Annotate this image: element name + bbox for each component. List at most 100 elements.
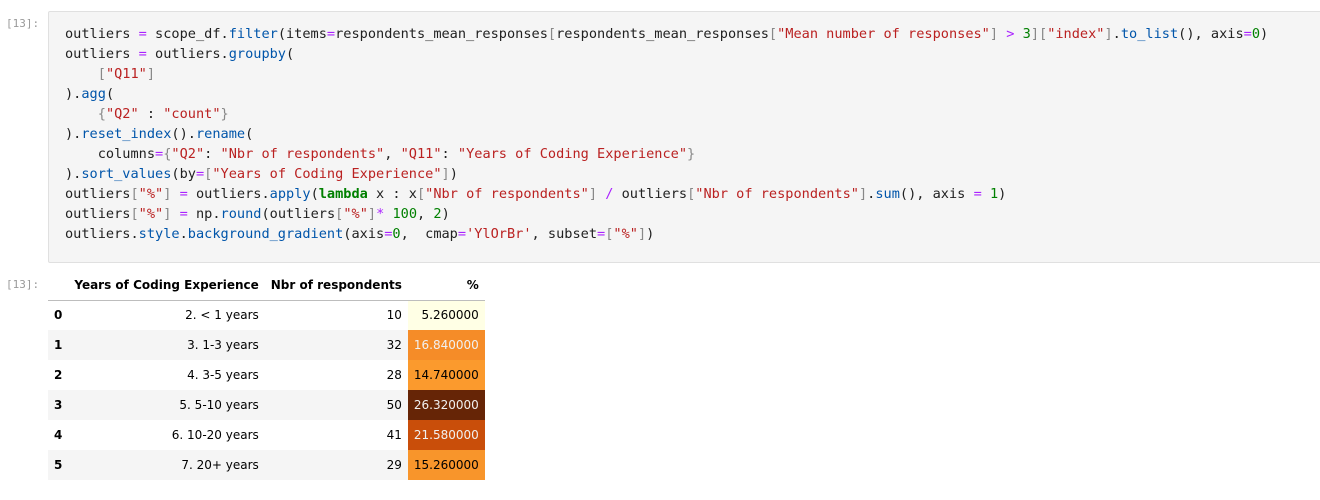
code-token: (by bbox=[171, 166, 196, 182]
code-token: 100 bbox=[392, 206, 418, 222]
code-token: (), axis bbox=[899, 186, 974, 202]
dataframe-table: Years of Coding Experience Nbr of respon… bbox=[48, 270, 485, 480]
code-token: style bbox=[138, 226, 180, 242]
code-line: ).reset_index().rename( bbox=[65, 124, 1268, 144]
code-token: 2 bbox=[433, 206, 442, 222]
code-token: "Nbr of respondents" bbox=[220, 146, 385, 162]
code-token: sort_values bbox=[81, 166, 172, 182]
cell-years-of-coding-experience: 3. 1-3 years bbox=[187, 338, 259, 352]
code-token: columns bbox=[65, 146, 156, 162]
code-token: [ bbox=[768, 26, 778, 42]
code-token: outliers. bbox=[65, 226, 139, 242]
cell-nbr-of-respondents: 41 bbox=[386, 428, 402, 442]
code-line: ).agg( bbox=[65, 84, 1268, 104]
code-token: sum bbox=[875, 186, 900, 202]
code-token: "Nbr of respondents" bbox=[425, 186, 589, 202]
code-token: respondents_mean_responses bbox=[556, 26, 769, 42]
code-token: (items bbox=[277, 26, 327, 42]
code-token: [ bbox=[130, 206, 139, 222]
code-token: , cmap bbox=[400, 226, 458, 242]
cell-percent: 5.260000 bbox=[407, 300, 485, 330]
code-token: scope_df. bbox=[146, 26, 229, 42]
row-index: 3 bbox=[54, 398, 63, 412]
cell-percent: 16.840000 bbox=[407, 330, 485, 360]
code-token: : bbox=[441, 146, 458, 162]
code-token: , subset bbox=[531, 226, 598, 242]
code-token: ( bbox=[105, 86, 115, 102]
code-token: ] bbox=[858, 186, 868, 202]
code-token: "%" bbox=[613, 226, 638, 242]
code-token: [ bbox=[97, 66, 106, 82]
code-token: background_gradient bbox=[187, 226, 344, 242]
code-token: x : x bbox=[367, 186, 417, 202]
code-token: [ bbox=[130, 186, 139, 202]
code-token: lambda bbox=[318, 186, 368, 202]
cell-percent: 14.740000 bbox=[407, 360, 485, 390]
code-line: outliers.style.background_gradient(axis=… bbox=[65, 224, 1268, 244]
code-token: ) bbox=[1260, 26, 1269, 42]
code-token: ( bbox=[245, 126, 254, 142]
code-token: ) bbox=[449, 166, 458, 182]
code-token: reset_index bbox=[81, 126, 172, 142]
code-token: 0 bbox=[1251, 26, 1261, 42]
code-token: "Nbr of respondents" bbox=[695, 186, 859, 202]
code-token: = bbox=[326, 26, 336, 42]
cell-nbr-of-respondents: 10 bbox=[386, 308, 402, 323]
header-nbr-of-respondents: Nbr of respondents bbox=[264, 270, 408, 301]
code-token: ] bbox=[637, 226, 647, 242]
cell-nbr-of-respondents: 28 bbox=[386, 368, 402, 382]
code-token: = bbox=[1243, 26, 1252, 42]
code-token: / bbox=[605, 186, 614, 202]
code-token: } bbox=[220, 106, 229, 122]
row-index: 1 bbox=[54, 338, 63, 352]
code-token: ] bbox=[146, 66, 156, 82]
code-token: { bbox=[163, 146, 172, 162]
code-token: > bbox=[1006, 26, 1015, 42]
row-index: 0 bbox=[54, 308, 63, 323]
code-text[interactable]: outliers = scope_df.filter(items=respond… bbox=[65, 24, 1268, 244]
code-token: agg bbox=[81, 86, 106, 102]
code-token: outliers bbox=[613, 186, 688, 202]
code-token: = bbox=[138, 26, 147, 42]
code-token: : bbox=[138, 106, 164, 122]
code-token: ). bbox=[65, 86, 82, 102]
code-token: to_list bbox=[1120, 26, 1179, 42]
table-row: 0 2. < 1 years 10 5.260000 bbox=[48, 300, 485, 330]
code-line: outliers = outliers.groupby( bbox=[65, 44, 1268, 64]
code-token: = bbox=[384, 226, 393, 242]
cell-years-of-coding-experience: 2. < 1 years bbox=[185, 308, 259, 323]
code-token: ] bbox=[1030, 26, 1039, 42]
code-token: 0 bbox=[392, 226, 401, 242]
code-token: outliers bbox=[65, 46, 139, 62]
code-token: "Q11" bbox=[105, 66, 147, 82]
code-token: : bbox=[204, 146, 221, 162]
code-editor[interactable]: outliers = scope_df.filter(items=respond… bbox=[48, 11, 1320, 263]
code-token: ( bbox=[310, 186, 319, 202]
code-token: (), axis bbox=[1178, 26, 1244, 42]
row-index: 5 bbox=[54, 458, 63, 472]
code-token: outliers bbox=[65, 26, 139, 42]
code-token: round bbox=[220, 206, 262, 222]
code-token: ( bbox=[286, 46, 295, 62]
cell-nbr-of-respondents: 50 bbox=[386, 398, 402, 412]
code-token: . bbox=[179, 226, 188, 242]
code-token: ) bbox=[998, 186, 1007, 202]
code-token: "Years of Coding Experience" bbox=[457, 146, 688, 162]
code-token bbox=[171, 186, 179, 202]
code-token: = bbox=[973, 186, 982, 202]
header-years-of-coding-experience: Years of Coding Experience bbox=[68, 270, 265, 301]
code-token: (). bbox=[171, 126, 196, 142]
code-token: . bbox=[867, 186, 876, 202]
code-token: ] bbox=[163, 206, 172, 222]
code-token: "Q11" bbox=[400, 146, 442, 162]
code-token: "%" bbox=[138, 186, 164, 202]
code-token: respondents_mean_responses bbox=[335, 26, 548, 42]
cell-years-of-coding-experience: 5. 5-10 years bbox=[179, 398, 259, 412]
code-token: [ bbox=[416, 186, 426, 202]
code-token: (outliers bbox=[261, 206, 336, 222]
code-token: { bbox=[97, 106, 106, 122]
cell-percent: 15.260000 bbox=[407, 450, 485, 480]
code-line: outliers["%"] = np.round(outliers["%"]* … bbox=[65, 204, 1268, 224]
